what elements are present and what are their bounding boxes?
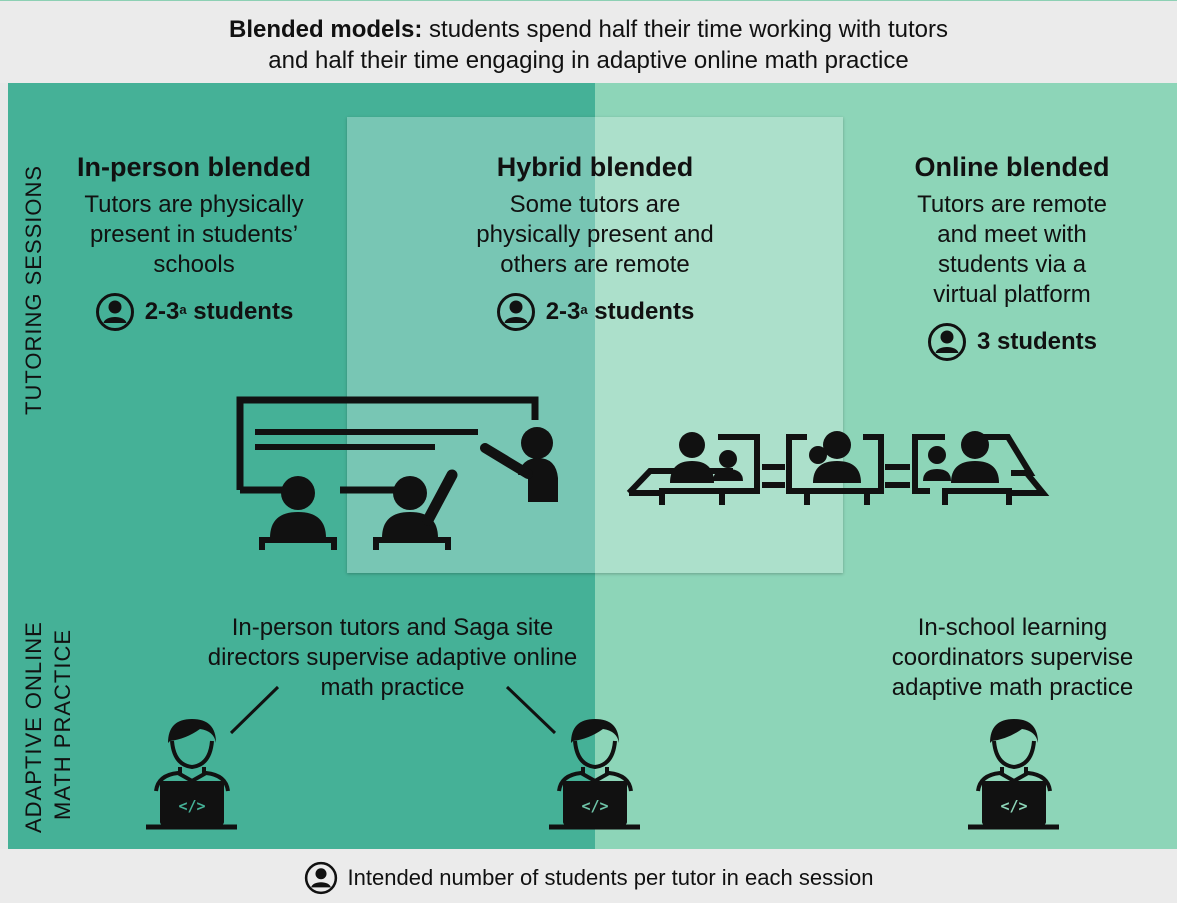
count-unit: students bbox=[186, 298, 294, 325]
desc-line: physically present and bbox=[476, 221, 714, 248]
desc-line: schools bbox=[153, 251, 235, 278]
practice-line: math practice bbox=[320, 674, 465, 701]
person-circle-icon bbox=[95, 293, 134, 331]
header-title-rest: students spend half their time working w… bbox=[422, 16, 948, 43]
footer-legend: Intended number of students per tutor in… bbox=[0, 861, 1177, 895]
in-person-desc: Tutors are physically present in student… bbox=[44, 190, 344, 280]
practice-left-text: In-person tutors and Saga site directors… bbox=[165, 613, 620, 703]
side-label-tutoring: TUTORING SESSIONS bbox=[21, 164, 46, 415]
practice-line: coordinators supervise bbox=[891, 644, 1134, 671]
svg-text:</>: </> bbox=[1000, 797, 1027, 815]
online-count: 3 students bbox=[867, 322, 1157, 362]
desc-line: and meet with bbox=[937, 221, 1087, 248]
count-value: 2-3a students bbox=[546, 297, 695, 327]
practice-line: In-school learning bbox=[917, 614, 1108, 641]
in-person-column: In-person blended Tutors are physically … bbox=[44, 151, 344, 332]
classroom-icon bbox=[236, 396, 558, 550]
count-number: 2-3 bbox=[545, 298, 581, 325]
practice-right-text: In-school learning coordinators supervis… bbox=[855, 613, 1170, 703]
count-unit: students bbox=[587, 298, 695, 325]
count-value: 3 students bbox=[977, 327, 1097, 357]
student-laptop-icon: </> bbox=[549, 719, 640, 830]
practice-line: adaptive math practice bbox=[891, 674, 1134, 701]
student-laptop-icon: </> bbox=[146, 719, 237, 830]
desc-line: Some tutors are bbox=[509, 191, 681, 218]
header-line-2: and half their time engaging in adaptive… bbox=[268, 47, 909, 74]
desc-line: others are remote bbox=[500, 251, 690, 278]
desc-line: present in students’ bbox=[89, 221, 299, 248]
connector-lines bbox=[229, 685, 557, 735]
online-column: Online blended Tutors are remote and mee… bbox=[867, 151, 1157, 362]
count-number: 3 bbox=[976, 328, 991, 355]
desc-line: students via a bbox=[937, 251, 1087, 278]
in-person-count: 2-3a students bbox=[44, 292, 344, 332]
count-value: 2-3a students bbox=[145, 297, 294, 327]
practice-line: directors supervise adaptive online bbox=[207, 644, 578, 671]
header-title-bold: Blended models: bbox=[229, 16, 423, 43]
side-label-practice-2: MATH PRACTICE bbox=[50, 628, 75, 820]
hybrid-count: 2-3a students bbox=[440, 292, 750, 332]
count-footnote: a bbox=[179, 302, 187, 317]
online-title: Online blended bbox=[914, 152, 1110, 182]
desc-line: Tutors are physically bbox=[84, 191, 304, 218]
practice-line: In-person tutors and Saga site bbox=[231, 614, 554, 641]
svg-text:</>: </> bbox=[178, 797, 205, 815]
count-number: 2-3 bbox=[144, 298, 180, 325]
student-laptop-icon: </> bbox=[968, 719, 1059, 830]
hybrid-desc: Some tutors are physically present and o… bbox=[440, 190, 750, 280]
svg-text:</>: </> bbox=[581, 797, 608, 815]
footer-text: Intended number of students per tutor in… bbox=[347, 865, 874, 890]
in-person-panel bbox=[8, 82, 595, 849]
desc-line: Tutors are remote bbox=[917, 191, 1107, 218]
person-circle-icon bbox=[304, 861, 337, 895]
online-desc: Tutors are remote and meet with students… bbox=[867, 190, 1157, 310]
footer: Intended number of students per tutor in… bbox=[0, 849, 1177, 903]
side-label-practice-1: ADAPTIVE ONLINE bbox=[21, 621, 46, 833]
count-unit: students bbox=[990, 328, 1098, 355]
video-call-icon bbox=[626, 431, 1050, 505]
person-circle-icon bbox=[496, 293, 535, 331]
hybrid-title: Hybrid blended bbox=[496, 152, 694, 182]
count-footnote: a bbox=[580, 302, 588, 317]
header-line-1: Blended models: students spend half thei… bbox=[0, 15, 1177, 45]
in-person-title: In-person blended bbox=[76, 152, 311, 182]
hybrid-panel bbox=[347, 117, 843, 573]
hybrid-column: Hybrid blended Some tutors are physicall… bbox=[440, 151, 750, 332]
desc-line: virtual platform bbox=[933, 281, 1091, 308]
header: Blended models: students spend half thei… bbox=[0, 0, 1177, 83]
person-circle-icon bbox=[927, 323, 966, 361]
